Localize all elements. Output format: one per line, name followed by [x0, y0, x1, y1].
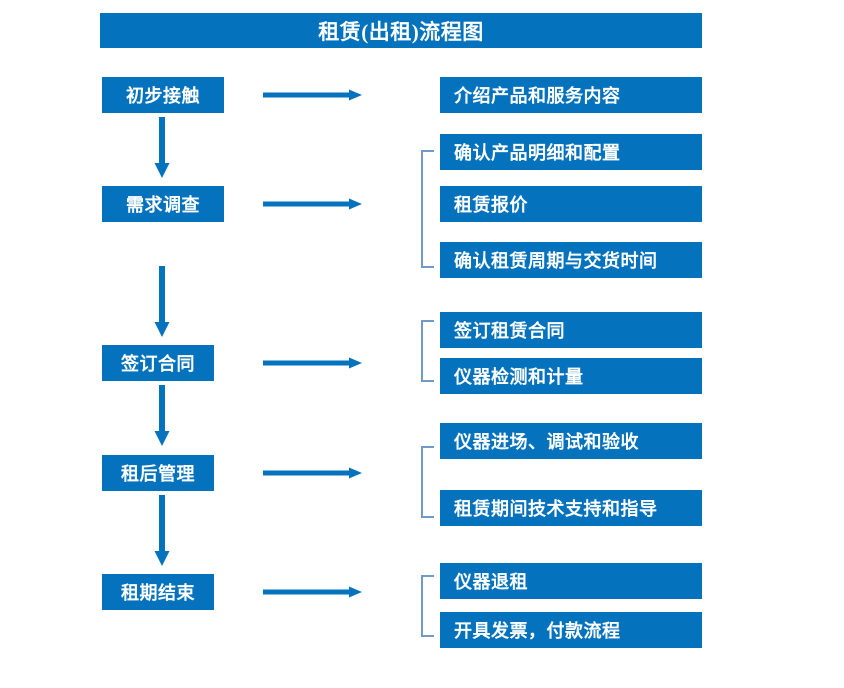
detail-box-2-1[interactable]: 确认产品明细和配置: [440, 134, 702, 170]
detail-box-4-2[interactable]: 租赁期间技术支持和指导: [440, 490, 702, 526]
detail-box-3-1[interactable]: 签订租赁合同: [440, 312, 702, 348]
arrow-down-icon-3: [153, 385, 171, 447]
group-bracket-5: [421, 575, 434, 637]
arrow-right-icon-3: [263, 356, 363, 369]
arrow-right-icon-1: [263, 88, 363, 101]
stage-box-3[interactable]: 签订合同: [102, 345, 214, 381]
stage-box-2[interactable]: 需求调查: [102, 186, 224, 222]
arrow-right-icon-4: [263, 466, 363, 479]
group-bracket-2: [421, 150, 434, 268]
arrow-down-icon-1: [153, 117, 171, 179]
group-bracket-4: [421, 446, 434, 518]
stage-box-4[interactable]: 租后管理: [102, 455, 214, 491]
arrow-down-icon-4: [153, 495, 171, 567]
arrow-right-icon-2: [263, 197, 363, 210]
detail-box-5-1[interactable]: 仪器退租: [440, 563, 702, 599]
detail-box-3-2[interactable]: 仪器检测和计量: [440, 358, 702, 394]
stage-box-1[interactable]: 初步接触: [102, 77, 224, 113]
arrow-down-icon-2: [153, 266, 171, 338]
detail-box-4-1[interactable]: 仪器进场、调试和验收: [440, 423, 702, 459]
group-bracket-3: [421, 320, 434, 382]
detail-box-2-3[interactable]: 确认租赁周期与交货时间: [440, 242, 702, 278]
arrow-right-icon-5: [263, 585, 363, 598]
detail-box-1-1[interactable]: 介绍产品和服务内容: [440, 77, 702, 113]
detail-box-5-2[interactable]: 开具发票，付款流程: [440, 612, 702, 648]
page-title: 租赁(出租)流程图: [100, 13, 702, 48]
detail-box-2-2[interactable]: 租赁报价: [440, 186, 702, 222]
stage-box-5[interactable]: 租期结束: [102, 574, 214, 610]
